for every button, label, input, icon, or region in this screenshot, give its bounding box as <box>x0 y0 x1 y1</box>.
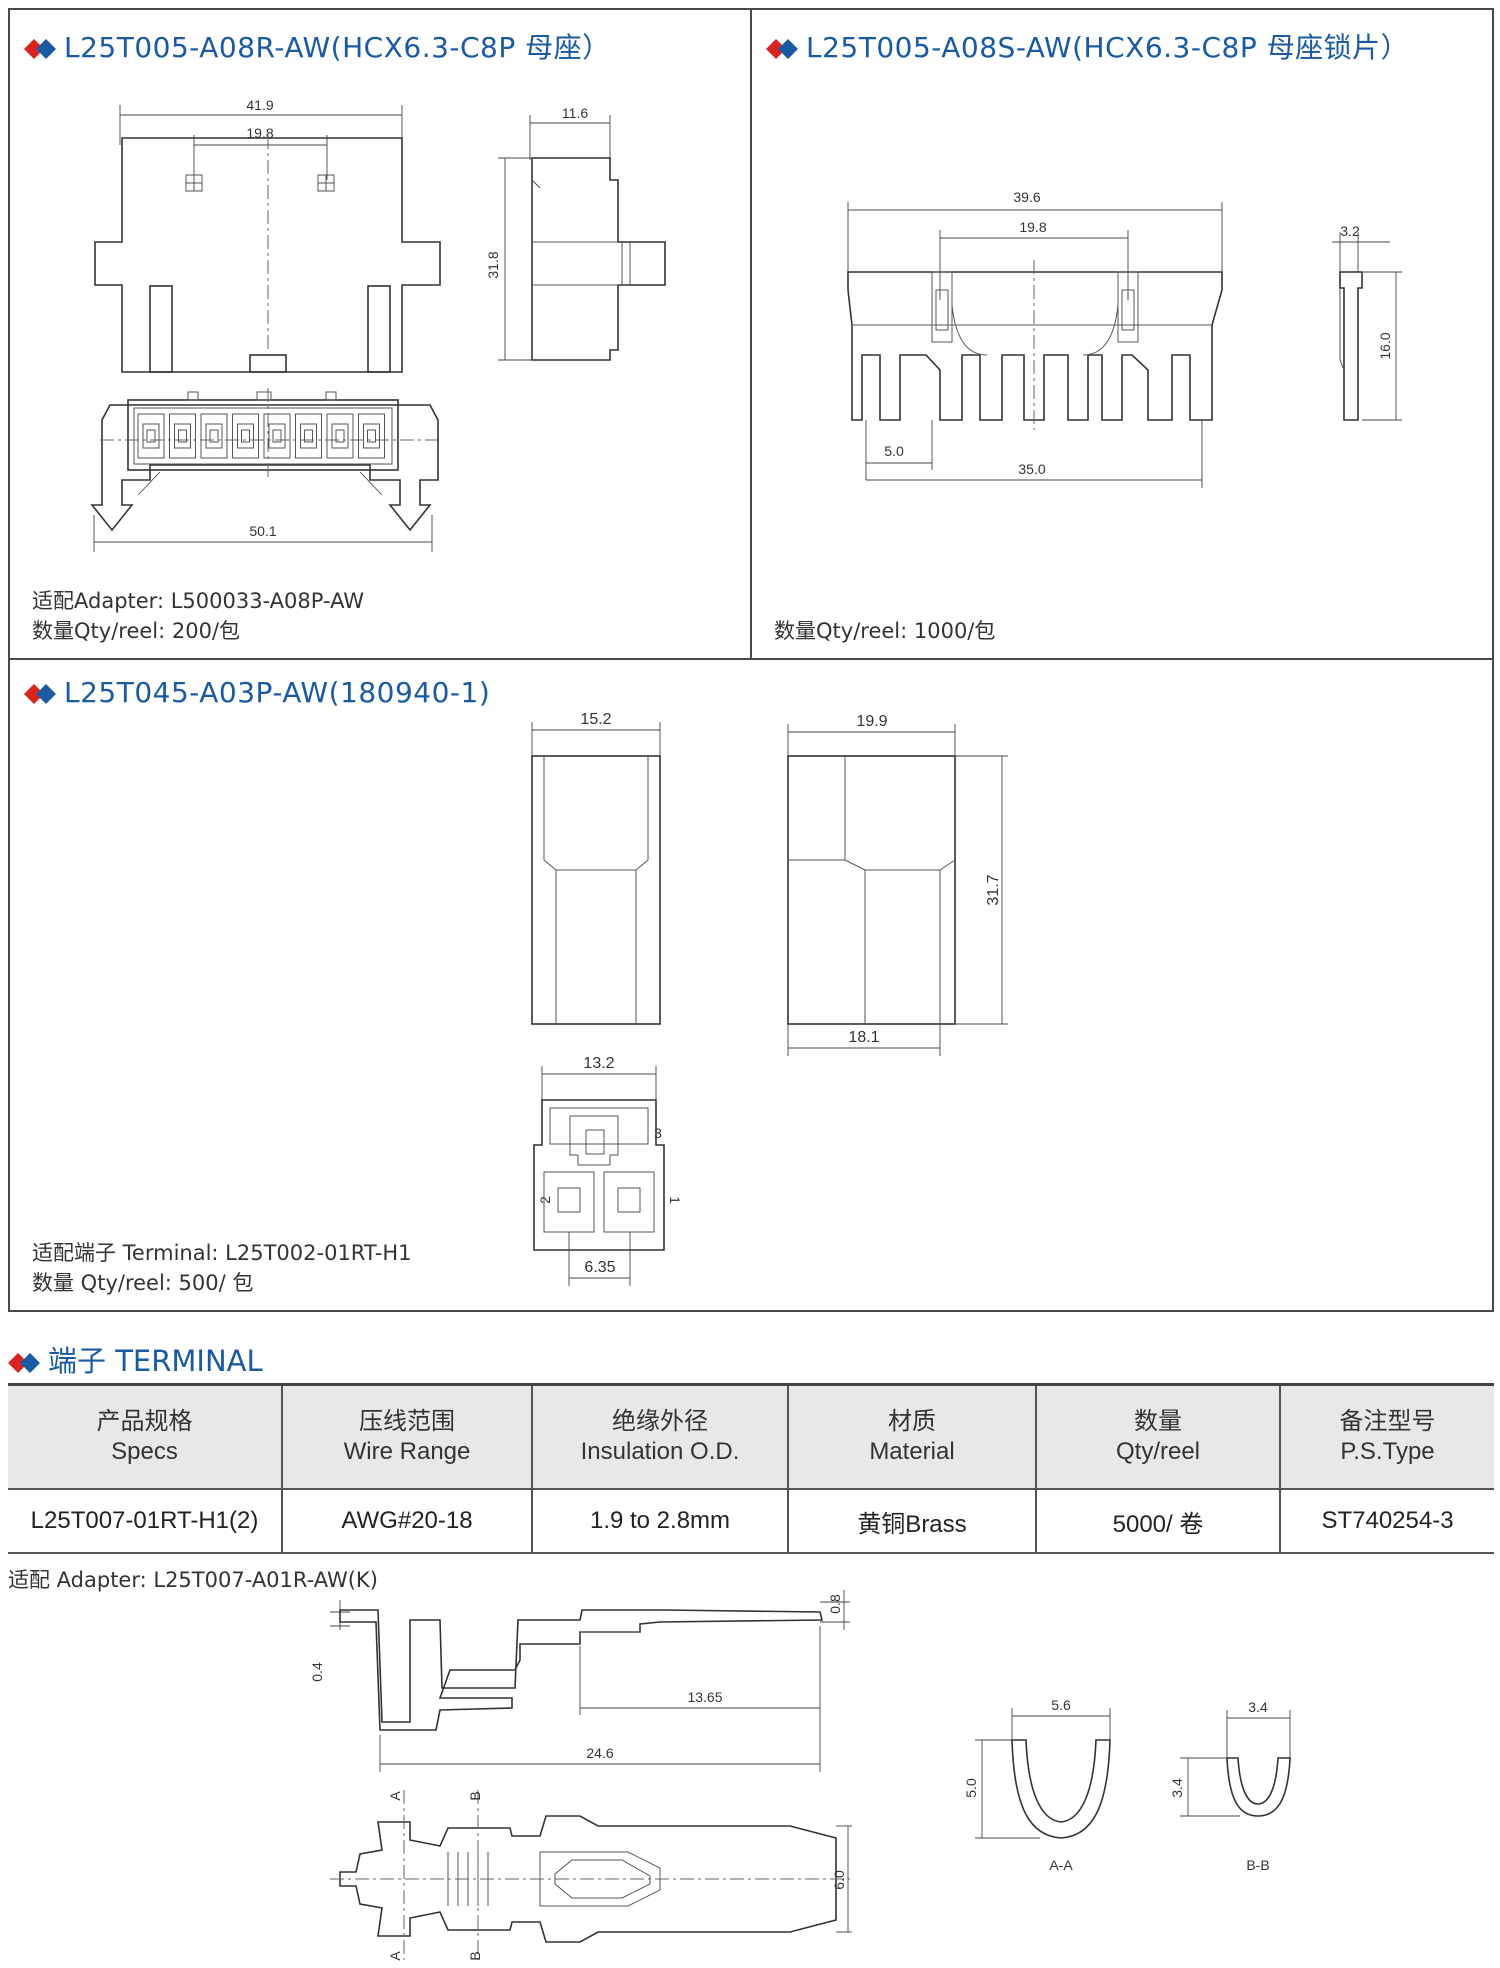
contact-cavity <box>326 413 354 459</box>
panel-housing-8p: L25T005-A08R-AW(HCX6.3-C8P 母座） 41.9 19.8… <box>8 8 752 660</box>
terminal-drawing: 0.4 0.8 13.65 24.6 A A B B 6.0 5.6 5.0 A… <box>309 1590 1291 1961</box>
dim-front-width: 15.2 <box>580 711 611 728</box>
contact-cavity <box>263 413 291 459</box>
dim-side-depth: 3.2 <box>1340 223 1360 239</box>
panel-title: L25T005-A08S-AW(HCX6.3-C8P 母座锁片） <box>766 26 1409 66</box>
dim-bb-width: 3.4 <box>1248 1699 1268 1715</box>
qty-note: 数量 Qty/reel: 500/ 包 <box>32 1271 254 1295</box>
dim-crimp-len: 13.65 <box>687 1689 722 1705</box>
cell-qty: 5000/ 卷 <box>1035 1489 1280 1554</box>
contact-cavity <box>358 413 385 459</box>
contact-slot <box>237 423 254 449</box>
brand-diamond-icon <box>766 39 798 59</box>
dim-tab: 0.4 <box>309 1662 325 1682</box>
section-b-bottom: B <box>467 1951 483 1960</box>
pin-3-label: 3 <box>654 1125 662 1141</box>
dim-pitch: 19.8 <box>1019 219 1046 235</box>
cell-specs: L25T007-01RT-H1(2) <box>8 1489 282 1554</box>
housing-front-drawing: 41.9 19.8 50.1 11.6 31.8 <box>90 97 666 552</box>
contact-slot <box>142 423 160 449</box>
dim-bb-height: 3.4 <box>1169 1778 1185 1798</box>
dim-aa-height: 5.0 <box>963 1778 979 1798</box>
section-aa-label: A-A <box>1049 1857 1073 1873</box>
cell-material: 黄铜Brass <box>787 1489 1036 1554</box>
contact-slot <box>205 423 223 449</box>
panel-title: L25T045-A03P-AW(180940-1) <box>24 676 490 709</box>
table-row: L25T007-01RT-H1(2) AWG#20-18 1.9 to 2.8m… <box>8 1489 1494 1554</box>
dim-side-depth: 11.6 <box>562 105 588 121</box>
dim-face-pitch: 6.35 <box>584 1259 615 1276</box>
panel-housing-3p: L25T045-A03P-AW(180940-1) 15.2 19.9 31.7… <box>8 658 1494 1312</box>
section-a-bottom: A <box>387 1951 403 1961</box>
dim-height: 31.7 <box>985 874 1002 905</box>
terminal-note: 适配端子 Terminal: L25T002-01RT-H1 <box>32 1241 412 1265</box>
brand-diamond-icon <box>24 684 56 704</box>
contact-cavity <box>200 413 228 459</box>
dim-overall: 39.6 <box>1013 189 1040 205</box>
contact-cavity <box>137 413 165 459</box>
terminal-section-title: 端子 TERMINAL <box>8 1338 263 1380</box>
dim-overall: 41.9 <box>246 97 273 113</box>
cell-ps-type: ST740254-3 <box>1279 1489 1494 1554</box>
brand-diamond-icon <box>24 39 56 59</box>
contact-cavity <box>232 413 259 459</box>
qty-note: 数量Qty/reel: 200/包 <box>32 619 241 643</box>
section-bb-label: B-B <box>1246 1857 1269 1873</box>
dim-side-width: 19.9 <box>856 713 887 730</box>
lock-plate-drawing: 39.6 19.8 5.0 35.0 3.2 16.0 <box>847 189 1402 488</box>
housing-3p-drawing: 15.2 19.9 31.7 18.1 13.2 3 2 1 6.35 <box>531 711 1008 1286</box>
dim-thickness: 0.8 <box>827 1594 843 1614</box>
section-b-top: B <box>467 1791 483 1800</box>
dim-height: 31.8 <box>485 251 501 278</box>
brand-diamond-icon <box>8 1353 40 1373</box>
cell-insulation: 1.9 to 2.8mm <box>531 1489 788 1554</box>
dim-span: 35.0 <box>1018 461 1045 477</box>
contact-cavity <box>169 413 196 459</box>
dim-total-len: 24.6 <box>586 1745 613 1761</box>
dim-width: 6.0 <box>831 1870 847 1890</box>
contact-slot <box>331 423 349 449</box>
adapter-note: 适配Adapter: L500033-A08P-AW <box>32 589 365 613</box>
contact-cavities <box>137 413 385 459</box>
section-a-top: A <box>387 1791 403 1801</box>
terminal-adapter-note: 适配 Adapter: L25T007-A01R-AW(K) <box>8 1568 378 1592</box>
dim-slot: 5.0 <box>884 443 904 459</box>
contact-slot <box>268 423 286 449</box>
dim-height: 16.0 <box>1377 332 1393 359</box>
contact-cavity <box>295 413 322 459</box>
pin-1-label: 1 <box>667 1196 683 1204</box>
panel-lock-plate: L25T005-A08S-AW(HCX6.3-C8P 母座锁片） 39.6 19… <box>750 8 1494 660</box>
cell-wire-range: AWG#20-18 <box>281 1489 532 1554</box>
contact-slot <box>174 423 191 449</box>
dim-side-bottom: 18.1 <box>848 1029 879 1046</box>
pin-2-label: 2 <box>537 1196 553 1204</box>
dim-aa-width: 5.6 <box>1051 1697 1071 1713</box>
contact-slot <box>363 423 380 449</box>
dim-face-width: 13.2 <box>583 1055 614 1072</box>
contact-slot <box>300 423 317 449</box>
dim-bottom-width: 50.1 <box>249 523 276 539</box>
qty-note: 数量Qty/reel: 1000/包 <box>774 619 996 643</box>
dim-pitch: 19.8 <box>246 125 273 141</box>
panel-title: L25T005-A08R-AW(HCX6.3-C8P 母座） <box>24 26 611 66</box>
